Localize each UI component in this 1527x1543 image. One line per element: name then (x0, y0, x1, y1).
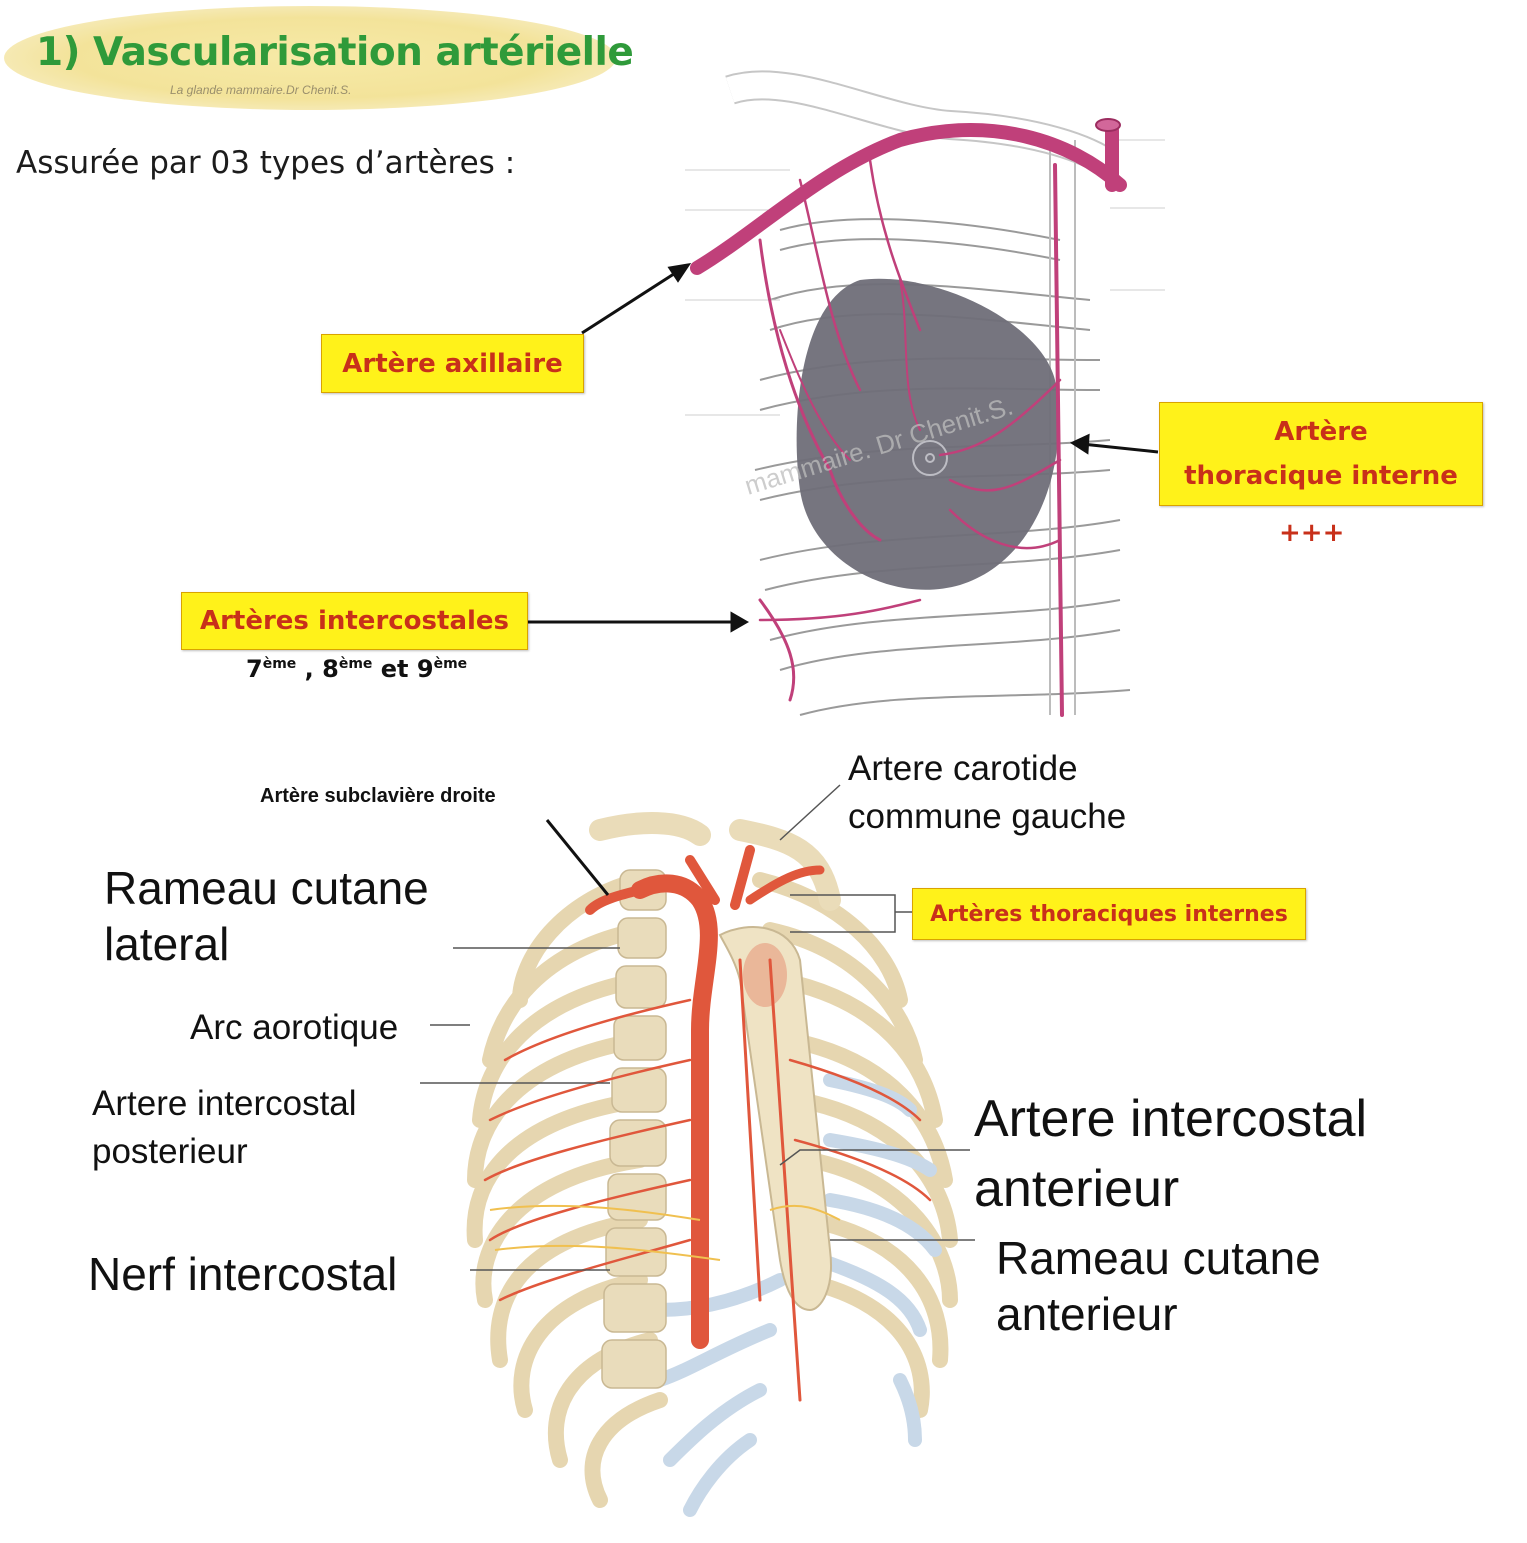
title-banner (4, 6, 616, 110)
ribs-note: 7ème , 8ème et 9ème (246, 655, 468, 683)
label-rameau-ant-line2: anterieur (996, 1288, 1178, 1340)
label-artere-thoracique-interne: Artère thoracique interne (1159, 402, 1483, 506)
intro-text: Assurée par 03 types d’artères : (16, 145, 516, 181)
breast-outline (796, 278, 1059, 590)
label-carotide-line2: commune gauche (848, 797, 1127, 836)
label-thoracique-line2: thoracique interne (1184, 461, 1458, 491)
page-title: 1) Vascularisation artérielle (36, 30, 634, 75)
bottom-ribcage-drawing (466, 812, 958, 1517)
label-arteres-thoraciques-internes: Artères thoraciques internes (912, 888, 1306, 940)
label-carotide: Artere carotide commune gauche (848, 745, 1126, 841)
label-ant-line2: anterieur (974, 1160, 1180, 1218)
label-rameau-cutane-anterieur: Rameau cutane anterieur (996, 1230, 1321, 1342)
top-arteries (690, 118, 1127, 717)
label-rameau-lateral-line1: Rameau cutane (104, 862, 429, 914)
label-arteres-intercostales: Artères intercostales (181, 592, 528, 650)
label-rameau-lateral-line2: lateral (104, 918, 230, 970)
title-watermark: La glande mammaire.Dr Chenit.S. (170, 83, 352, 97)
label-artere-subclaviere: Artère subclavière droite (260, 785, 496, 807)
label-artere-intercostal-anterieur: Artere intercostal anterieur (974, 1084, 1367, 1224)
label-nerf-intercostal: Nerf intercostal (88, 1248, 398, 1300)
leader-lines (420, 784, 975, 1271)
callout-arrows (528, 262, 1159, 633)
label-post-line2: posterieur (92, 1132, 248, 1171)
label-thoracique-line1: Artère (1274, 417, 1368, 447)
label-arc-aortique: Arc aorotique (190, 1008, 399, 1047)
label-artere-axillaire: Artère axillaire (321, 334, 584, 393)
label-artere-intercostal-posterieur: Artere intercostal posterieur (92, 1080, 357, 1176)
label-carotide-line1: Artere carotide (848, 749, 1078, 788)
label-rameau-ant-line1: Rameau cutane (996, 1232, 1321, 1284)
label-rameau-cutane-lateral: Rameau cutane lateral (104, 860, 429, 972)
label-ant-line1: Artere intercostal (974, 1090, 1368, 1148)
emphasis-marker: +++ (1279, 518, 1345, 548)
label-post-line1: Artere intercostal (92, 1084, 357, 1123)
